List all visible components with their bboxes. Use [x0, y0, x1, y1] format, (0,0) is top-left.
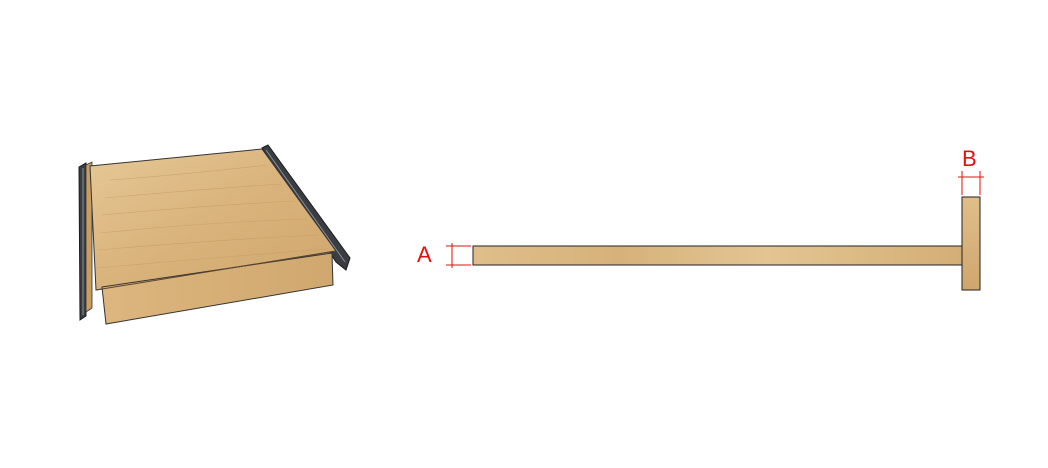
drawer-3d-view: [78, 144, 351, 325]
right-slide-highlight: [265, 149, 346, 263]
profile-horizontal-bar: [472, 245, 963, 266]
drawer-profile-view: [472, 196, 981, 291]
drawer-top-edge: [95, 250, 337, 291]
dimension-a: [446, 243, 471, 268]
dimension-a-label: A: [417, 242, 432, 267]
dimension-b-label: B: [962, 146, 977, 171]
profile-vertical-post: [961, 196, 981, 291]
drawer-left-side: [85, 161, 93, 313]
drawer-wood-grain: [96, 164, 329, 269]
dimension-b: [958, 171, 984, 195]
